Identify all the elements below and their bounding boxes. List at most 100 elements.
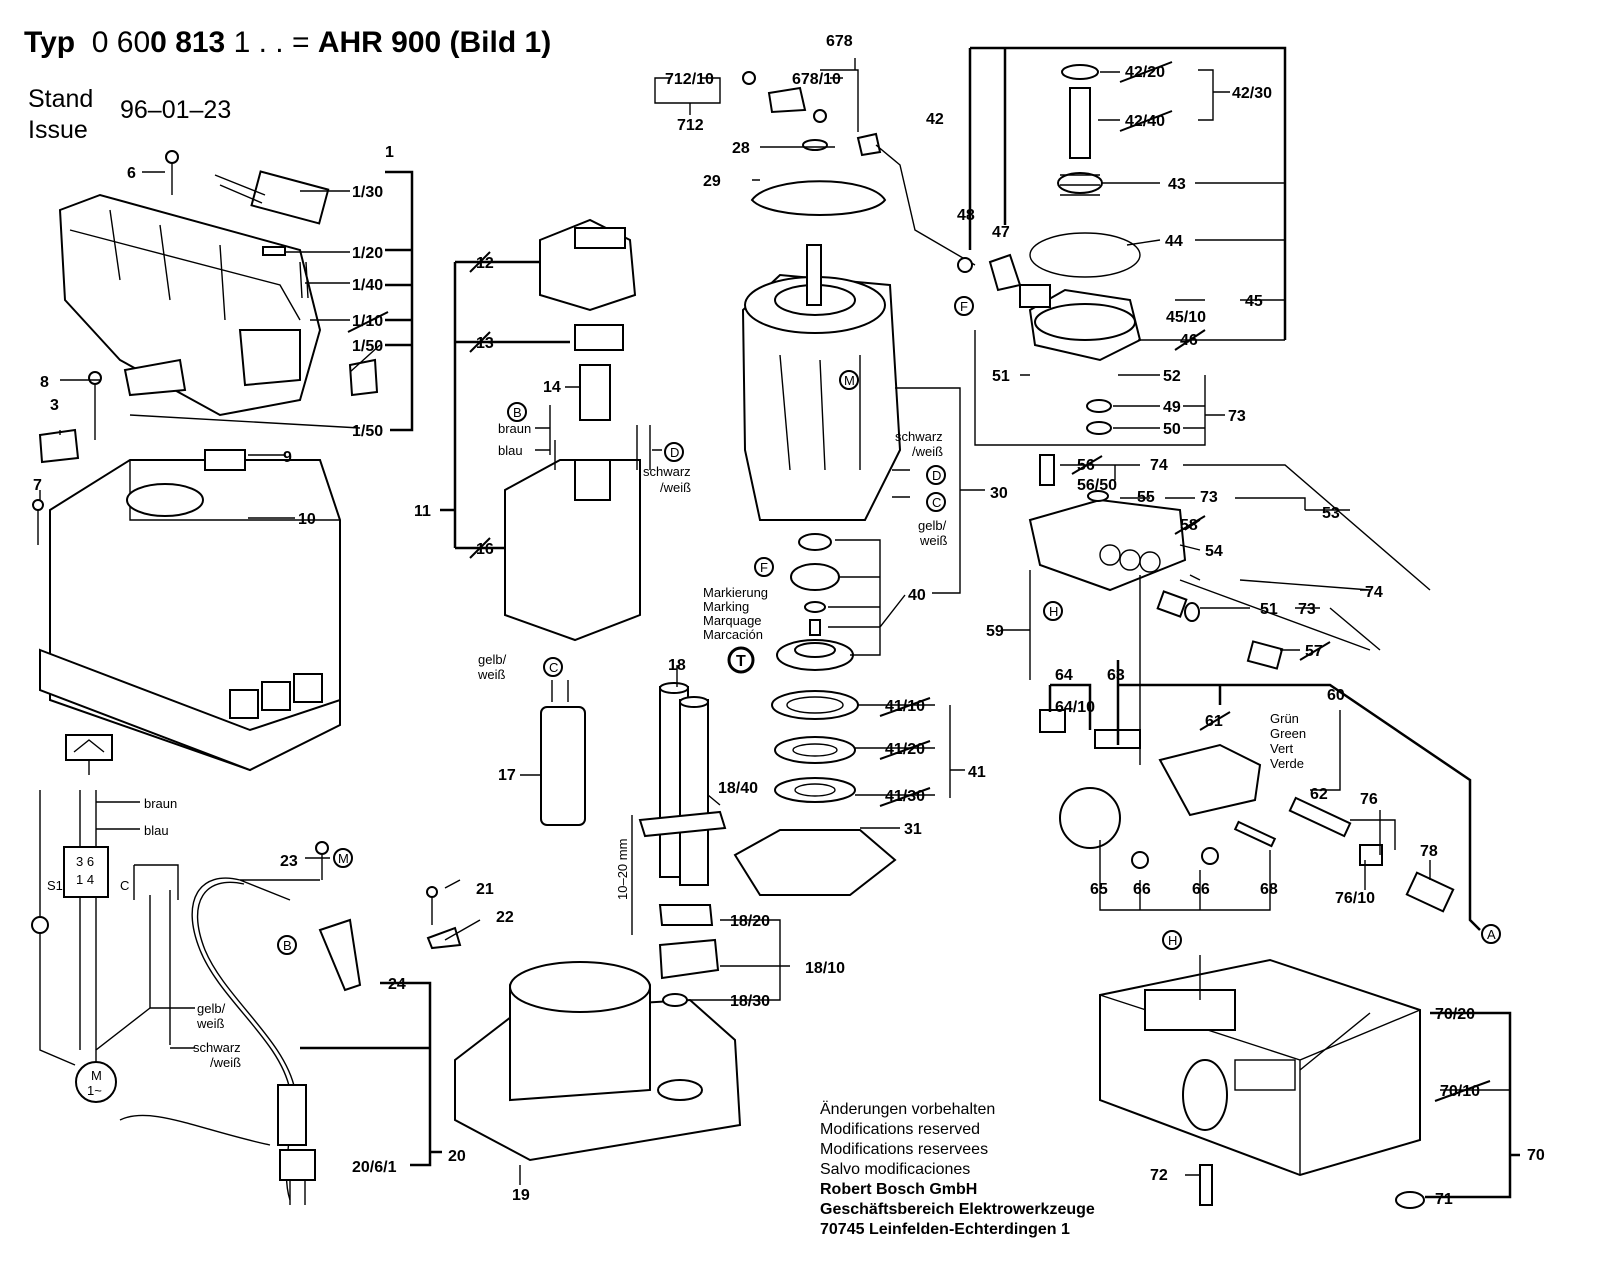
note-es: Salvo modificaciones [820,1161,971,1178]
base-19 [426,886,742,1162]
ref-m-1: M [844,373,855,388]
wire-blau: blau [498,443,523,458]
ref-b-2: B [283,938,292,953]
wire-gelb-weiss: weiß [477,667,506,682]
label-13: 13 [476,335,494,352]
label-66-b: 66 [1192,881,1210,898]
bearing-stack-40 [776,533,854,671]
label-72: 72 [1150,1167,1168,1184]
label-6: 6 [127,165,136,182]
typ-label: Typ [24,26,76,59]
label-712: 712 [677,117,704,134]
motor-symbol-phase: 1~ [87,1083,102,1098]
type-number-c: 1 . . = [225,26,318,59]
label-1-50-a: 1/50 [352,338,383,355]
part-labels: 1 1/30 1/20 1/40 1/10 1/50 1/50 3 6 7 8 … [33,33,1545,1208]
schematic-blau: blau [144,823,169,838]
electronics-module-11 [504,218,651,826]
label-18-30: 18/30 [730,993,770,1010]
label-52: 52 [1163,368,1181,385]
label-712-10: 712/10 [665,71,714,88]
note-en: Modifications reserved [820,1121,981,1138]
label-59: 59 [986,623,1004,640]
label-50: 50 [1163,421,1181,438]
label-76: 76 [1360,791,1378,808]
ref-m-2: M [338,851,349,866]
label-78: 78 [1420,843,1438,860]
handle-cover-assembly [58,150,379,417]
label-48: 48 [957,207,975,224]
label-66-a: 66 [1133,881,1151,898]
wire-gelb: gelb/ [478,652,507,667]
label-678: 678 [826,33,853,50]
label-21: 21 [476,881,494,898]
ref-d-2: D [932,468,941,483]
wire-color-labels: braun blau schwarz /weiß gelb/ weiß schw… [144,421,948,1070]
schematic-weiss-2: /weiß [210,1055,241,1070]
label-60: 60 [1327,687,1345,704]
dimension-note: 10–20 mm [615,839,630,900]
label-51-b: 51 [1260,601,1278,618]
label-22: 22 [496,909,514,926]
label-8: 8 [40,374,49,391]
label-65: 65 [1090,881,1108,898]
label-56-50: 56/50 [1077,477,1117,494]
company-name: Robert Bosch GmbH [820,1181,978,1198]
switch-terminals-top: 3 6 [76,854,94,869]
marking-de: Markierung [703,585,768,600]
label-1-20: 1/20 [352,245,383,262]
valve-block-53 [1028,454,1284,680]
tube-set-18 [631,682,727,1007]
label-45: 45 [1245,293,1263,310]
label-54: 54 [1205,543,1223,560]
issue-label: Issue [28,116,88,144]
motor-symbol-m: M [91,1068,102,1083]
ref-c-1: C [549,660,558,675]
footer-notes: Änderungen vorbehalten Modifications res… [820,1100,1095,1240]
note-de: Änderungen vorbehalten [820,1101,996,1118]
label-62: 62 [1310,786,1328,803]
note-fr: Modifications reservees [820,1141,989,1158]
wiring-schematic [31,734,195,1103]
wire-weiss: /weiß [660,480,691,495]
label-12: 12 [476,255,494,272]
schematic-schwarz: schwarz [193,1040,241,1055]
stand-issue-label: Stand Issue [28,84,93,146]
marking-fr: Marquage [703,613,762,628]
label-55: 55 [1137,489,1155,506]
label-76-10: 76/10 [1335,890,1375,907]
leader-lines [39,46,1520,1199]
label-64: 64 [1055,667,1073,684]
label-1-40: 1/40 [352,277,383,294]
marking-note: Markierung Marking Marquage Marcación [703,585,768,642]
label-47: 47 [992,224,1010,241]
label-73-a: 73 [1228,408,1246,425]
label-18: 18 [668,657,686,674]
label-74-b: 74 [1365,584,1383,601]
label-678-10: 678/10 [792,71,841,88]
ref-f-1: F [760,560,768,575]
label-28: 28 [732,140,750,157]
label-51-a: 51 [992,368,1010,385]
marking-es: Marcación [703,627,763,642]
label-19: 19 [512,1187,530,1204]
wire-weiss-motor-2: weiß [919,533,948,548]
label-68: 68 [1260,881,1278,898]
label-31: 31 [904,821,922,838]
ref-h-2: H [1168,933,1177,948]
pump-housing-70 [1099,958,1425,1209]
wire-schwarz: schwarz [643,464,691,479]
label-18-40: 18/40 [718,780,758,797]
label-71: 71 [1435,1191,1453,1208]
label-40: 40 [908,587,926,604]
wire-weiss-motor: /weiß [912,444,943,459]
label-1-50-b: 1/50 [352,423,383,440]
label-7: 7 [33,477,42,494]
label-49: 49 [1163,399,1181,416]
model-name: AHR 900 (Bild 1) [317,26,552,59]
pressure-unit-60 [1039,709,1455,913]
label-29: 29 [703,173,721,190]
color-en: Green [1270,726,1306,741]
label-1-30: 1/30 [352,184,383,201]
